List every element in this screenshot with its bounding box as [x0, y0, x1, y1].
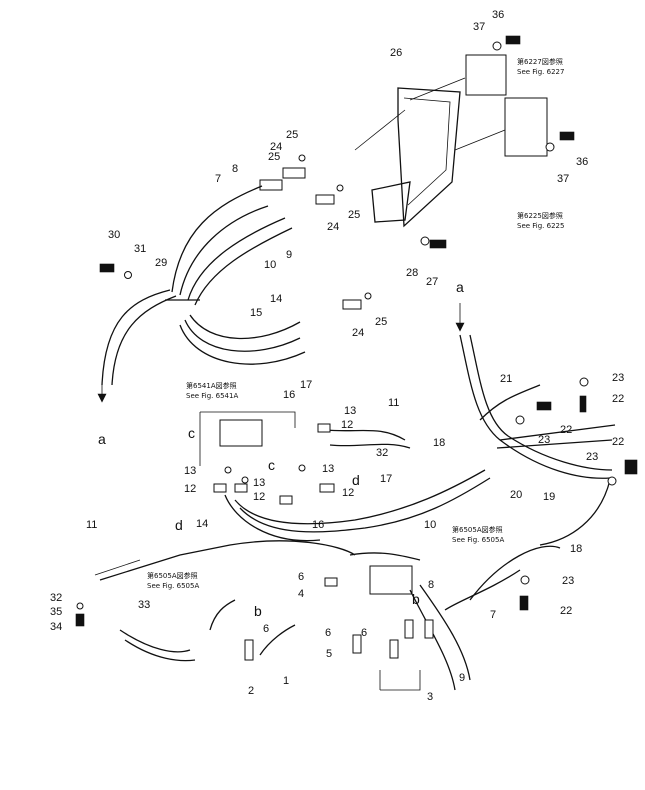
- view-letter-d: d: [352, 472, 360, 488]
- part-label: 8: [428, 579, 434, 591]
- part-label: 18: [570, 543, 582, 555]
- part-label: 37: [473, 21, 485, 33]
- part-label: 1: [283, 675, 289, 687]
- part-label: 6: [263, 623, 269, 635]
- view-letter-b: b: [412, 591, 420, 607]
- part-label: 11: [86, 519, 97, 531]
- part-label: 6: [325, 627, 331, 639]
- fig-ref-jp: 第6225図参照: [517, 211, 563, 220]
- part-label: 26: [390, 47, 402, 59]
- part-label: 35: [50, 606, 62, 618]
- part-label: 24: [352, 327, 364, 339]
- view-letter-b: b: [254, 603, 262, 619]
- part-label: 4: [298, 588, 304, 600]
- part-label: 23: [538, 434, 550, 446]
- part-label: 30: [108, 229, 120, 241]
- view-letter-c: c: [188, 425, 195, 441]
- part-label: 18: [433, 437, 445, 449]
- part-label: 7: [215, 173, 221, 185]
- part-label: 24: [327, 221, 339, 233]
- part-label: 2: [248, 685, 254, 697]
- part-label: 5: [326, 648, 332, 660]
- part-label: 11: [388, 397, 399, 409]
- part-label: 17: [300, 379, 312, 391]
- part-label: 16: [283, 389, 295, 401]
- view-letter-c: c: [268, 457, 275, 473]
- part-label: 24: [270, 141, 282, 153]
- fig-ref-en: See Fig. 6225: [517, 222, 564, 230]
- part-label: 23: [562, 575, 574, 587]
- part-label: 36: [492, 9, 504, 21]
- upper-fittings: [259, 154, 372, 310]
- fig-ref-jp: 第6505A図参照: [452, 525, 503, 534]
- part-label: 25: [375, 316, 387, 328]
- part-label: 10: [424, 519, 436, 531]
- part-label: 23: [612, 372, 624, 384]
- part-label: 28: [406, 267, 418, 279]
- part-label: 12: [253, 491, 265, 503]
- left-bolt: [97, 263, 465, 403]
- part-label: 37: [557, 173, 569, 185]
- part-label: 22: [612, 393, 624, 405]
- upper-bolts: [420, 35, 575, 249]
- part-label: 6: [361, 627, 367, 639]
- fig-ref-en: See Fig. 6227: [517, 68, 564, 76]
- part-label: 25: [286, 129, 298, 141]
- part-label: 9: [286, 249, 292, 261]
- part-label: 31: [134, 243, 146, 255]
- view-letter-d: d: [175, 517, 183, 533]
- fig-ref-jp: 第6541A図参照: [186, 381, 237, 390]
- part-label: 13: [344, 405, 356, 417]
- part-label: 33: [138, 599, 150, 611]
- part-label: 10: [264, 259, 276, 271]
- figure-references: 第6227図参照 See Fig. 6227 第6225図参照 See Fig.…: [147, 57, 564, 590]
- part-label: 6: [298, 571, 304, 583]
- part-label: 13: [322, 463, 334, 475]
- part-label: 17: [380, 473, 392, 485]
- part-label: 21: [500, 373, 512, 385]
- part-label: 7: [490, 609, 496, 621]
- part-label: 29: [155, 257, 167, 269]
- part-label: 8: [232, 163, 238, 175]
- middle-hoses: [199, 334, 616, 546]
- upper-hoses: [101, 185, 306, 386]
- part-label: 16: [312, 519, 324, 531]
- part-label: 19: [543, 491, 555, 503]
- part-label: 13: [184, 465, 196, 477]
- lower-assembly: [75, 540, 561, 691]
- view-letter-a: a: [98, 431, 106, 447]
- part-label: 3: [427, 691, 433, 703]
- part-label: 36: [576, 156, 588, 168]
- part-label: 22: [560, 605, 572, 617]
- middle-small-parts: [213, 377, 638, 505]
- labels: 36 37 26 25 24 8 7 25 24 10 9 30 31 29 2…: [50, 9, 624, 703]
- part-label: 25: [268, 151, 280, 163]
- fig-ref-jp: 第6227図参照: [517, 57, 563, 66]
- part-label: 27: [426, 276, 438, 288]
- part-label: 34: [50, 621, 62, 633]
- part-label: 12: [184, 483, 196, 495]
- part-label: 13: [253, 477, 265, 489]
- part-label: 22: [612, 436, 624, 448]
- part-label: 12: [341, 419, 353, 431]
- part-label: 14: [270, 293, 282, 305]
- view-letter-a: a: [456, 279, 464, 295]
- part-label: 15: [250, 307, 262, 319]
- fig-ref-en: See Fig. 6541A: [186, 392, 238, 400]
- fig-ref-en: See Fig. 6505A: [452, 536, 504, 544]
- part-label: 12: [342, 487, 354, 499]
- part-label: 9: [459, 672, 465, 684]
- part-label: 14: [196, 518, 208, 530]
- part-label: 25: [348, 209, 360, 221]
- part-label: 23: [586, 451, 598, 463]
- bracket-assembly: [354, 54, 548, 228]
- part-label: 32: [376, 447, 388, 459]
- fig-ref-jp: 第6505A図参照: [147, 571, 198, 580]
- part-label: 22: [560, 424, 572, 436]
- part-label: 20: [510, 489, 522, 501]
- part-label: 32: [50, 592, 62, 604]
- fig-ref-en: See Fig. 6505A: [147, 582, 199, 590]
